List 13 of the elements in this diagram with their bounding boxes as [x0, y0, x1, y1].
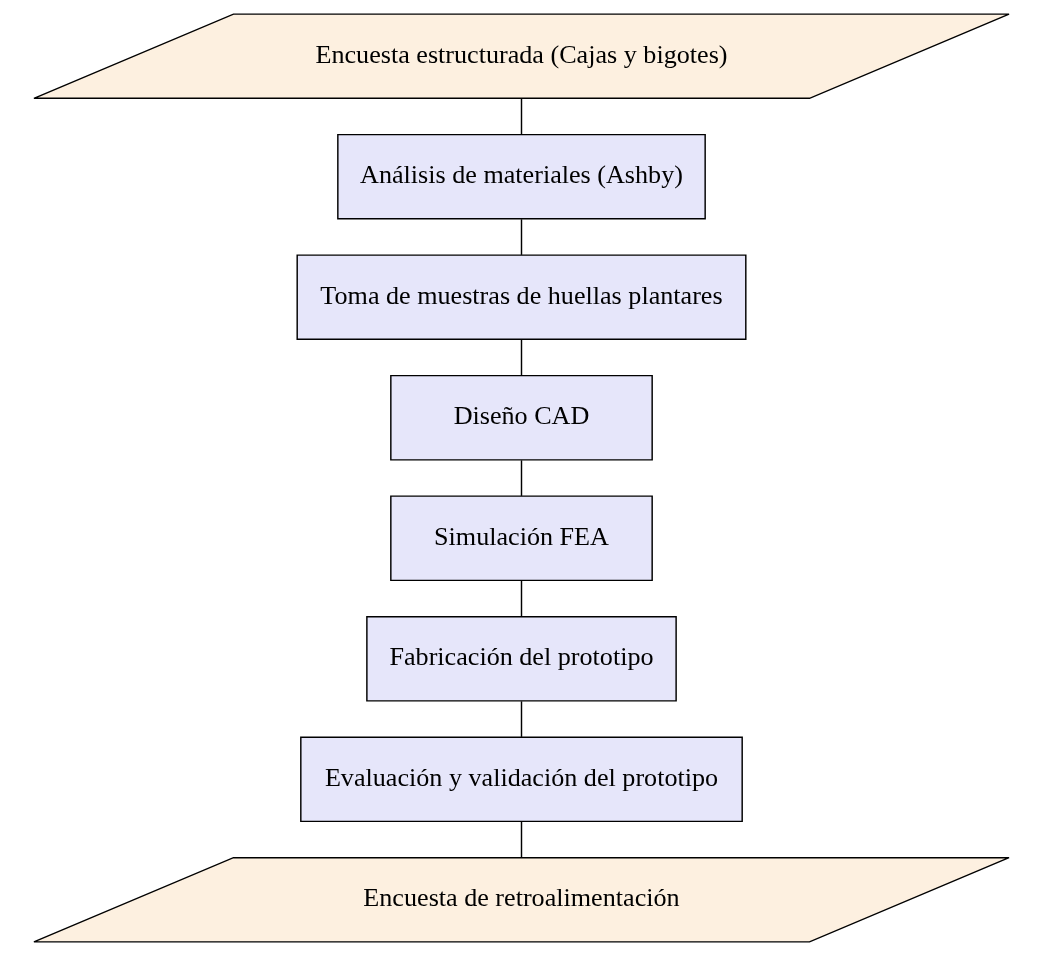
connector — [520, 339, 523, 377]
node-box: Evaluación y validación del prototipo — [300, 736, 743, 823]
connector — [520, 98, 523, 136]
connector — [520, 459, 523, 497]
node-box: Fabricación del prototipo — [366, 615, 677, 702]
node-box: Toma de muestras de huellas plantares — [296, 254, 747, 341]
node-box: Diseño CAD — [390, 374, 653, 461]
connector — [520, 821, 523, 859]
connector — [520, 218, 523, 256]
node-box: Análisis de materiales (Ashby) — [337, 133, 706, 220]
node-box: Simulación FEA — [390, 495, 653, 582]
connector — [520, 700, 523, 738]
connector — [520, 580, 523, 618]
